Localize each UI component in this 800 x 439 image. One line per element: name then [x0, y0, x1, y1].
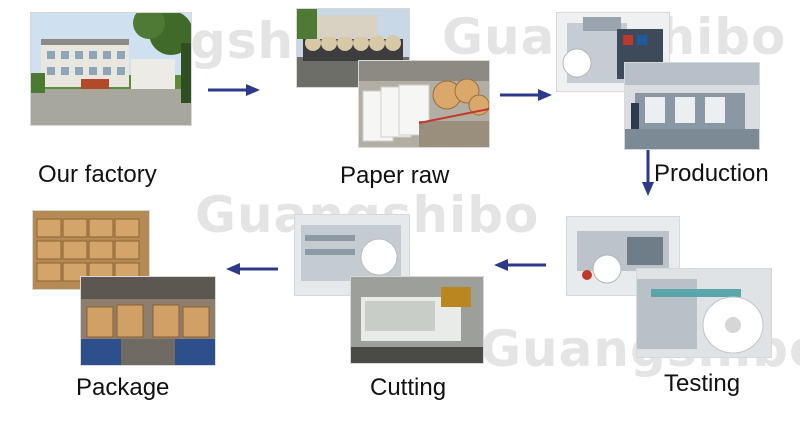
arrow-left-icon [494, 259, 546, 271]
arrow-right-icon [208, 84, 260, 96]
step-label-production: Production [654, 160, 769, 187]
step-label-paper-raw: Paper raw [340, 162, 450, 189]
arrow-down-icon [642, 150, 654, 196]
cutting-photo-cutter [350, 276, 484, 364]
factory-photo [30, 12, 192, 126]
step-label-testing: Testing [664, 370, 741, 397]
arrow-left-icon [226, 263, 278, 275]
paper-raw-photo-rolls [358, 60, 490, 148]
package-photo-warehouse [80, 276, 216, 366]
step-label-package: Package [76, 374, 170, 401]
testing-photo-roll [636, 268, 772, 358]
testing-photo-machine [566, 216, 680, 296]
step-label-cutting: Cutting [370, 374, 447, 401]
production-photo-line [624, 62, 760, 150]
step-label-our-factory: Our factory [38, 161, 157, 188]
arrow-right-icon [500, 89, 552, 101]
